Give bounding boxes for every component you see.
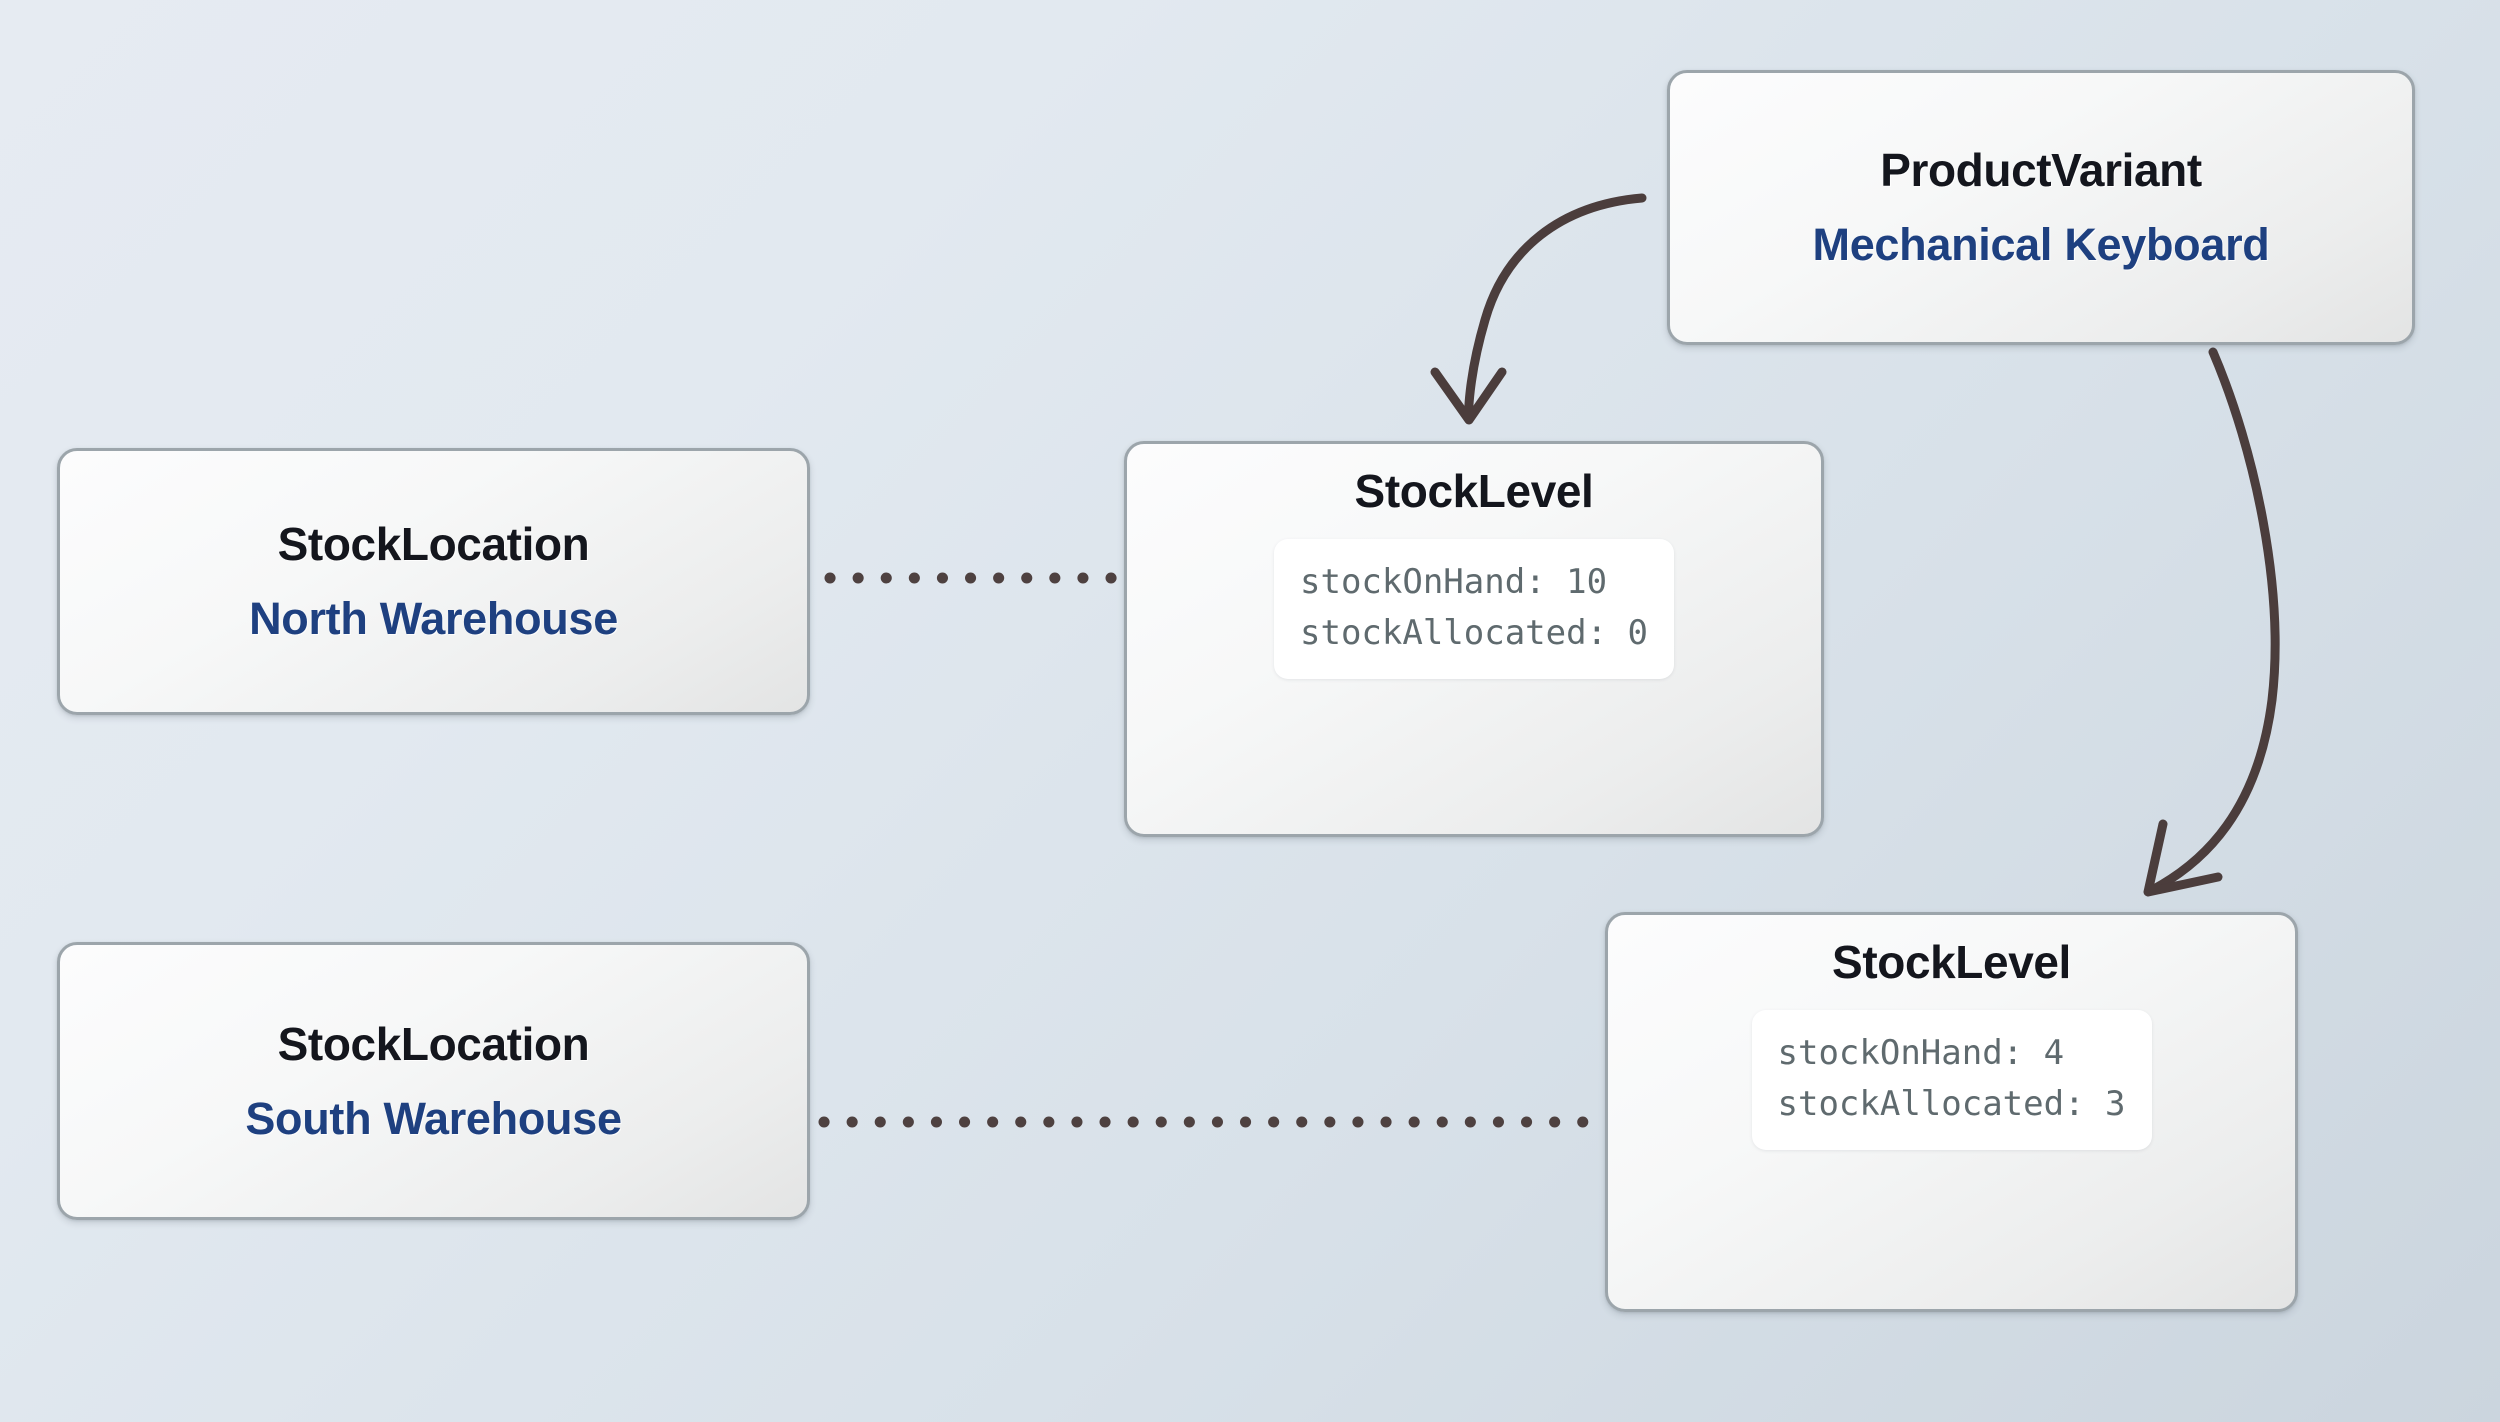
node-name-label: South Warehouse [245,1092,622,1144]
node-stock-location-north[interactable]: StockLocation North Warehouse [57,448,810,715]
arrow-variant-to-level-north [1430,193,1647,425]
node-entity-label: StockLevel [1354,465,1594,517]
node-name-label: North Warehouse [249,593,618,645]
node-stock-location-south[interactable]: StockLocation South Warehouse [57,942,810,1220]
attribute-block: stockOnHand: 4 stockAllocated: 3 [1751,1009,2152,1150]
node-product-variant[interactable]: ProductVariant Mechanical Keyboard [1667,70,2415,345]
node-name-label: Mechanical Keyboard [1812,219,2270,271]
arrow-variant-to-level-south [2143,347,2280,897]
attribute-line: stockAllocated: 3 [1777,1083,2126,1124]
attribute-line: stockAllocated: 0 [1300,612,1648,653]
node-entity-label: StockLocation [277,518,590,571]
attribute-block: stockOnHand: 10 stockAllocated: 0 [1274,538,1674,679]
node-stock-level-south[interactable]: StockLevel stockOnHand: 4 stockAllocated… [1605,912,2298,1312]
node-entity-label: StockLevel [1832,936,2071,988]
node-stock-level-north[interactable]: StockLevel stockOnHand: 10 stockAllocate… [1124,441,1824,837]
node-entity-label: ProductVariant [1880,144,2202,197]
node-entity-label: StockLocation [277,1017,590,1070]
attribute-line: stockOnHand: 4 [1777,1032,2065,1073]
attribute-line: stockOnHand: 10 [1300,561,1608,602]
